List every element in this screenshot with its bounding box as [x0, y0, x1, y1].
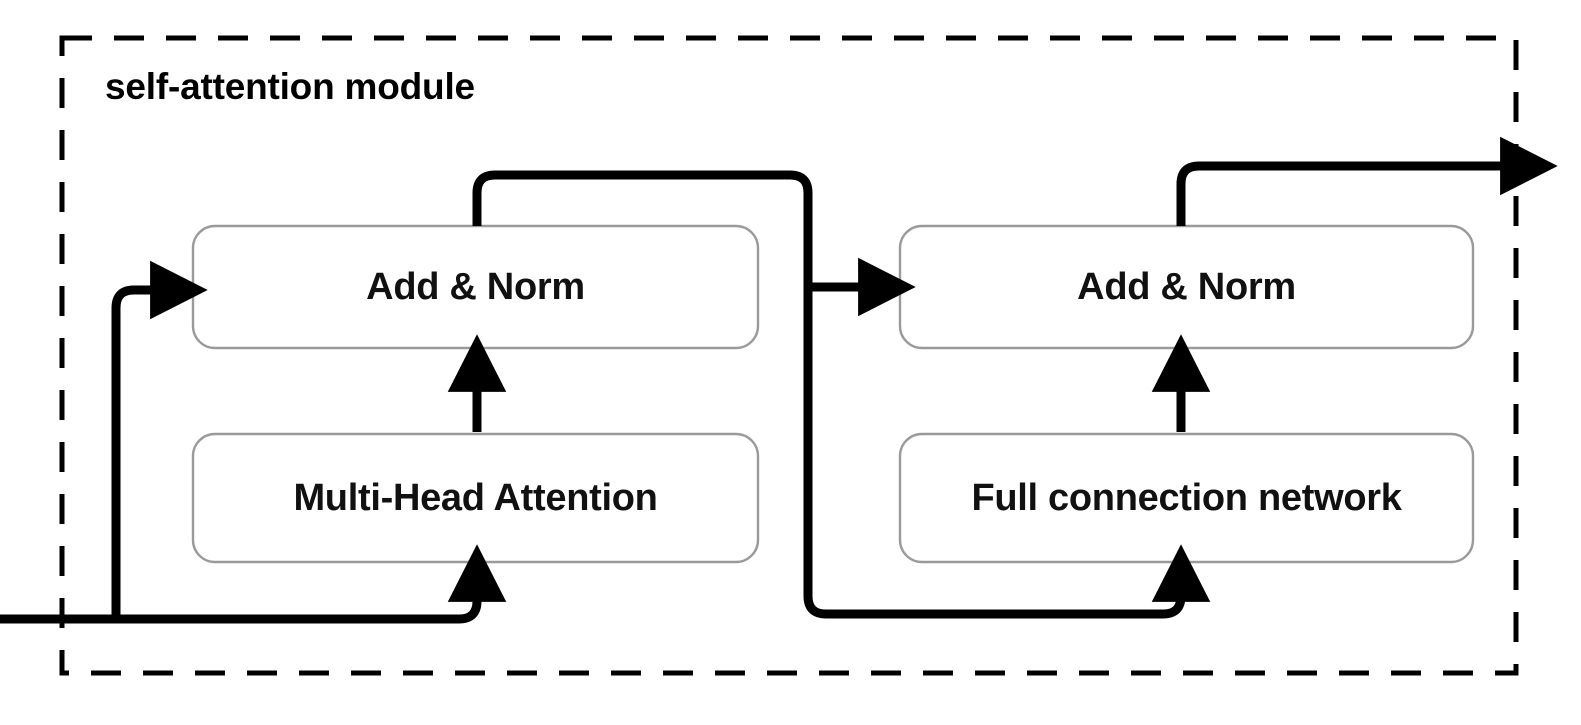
edge-input-to-multi-head-attention [0, 544, 507, 624]
edge-add-norm-right-to-output [1176, 136, 1558, 226]
edge-bus-to-full-connection-network [1151, 544, 1211, 619]
add-norm-right-box[interactable] [898, 224, 1475, 350]
multi-head-attention-box[interactable] [191, 432, 760, 564]
add-norm-left-box[interactable] [191, 224, 760, 350]
module-title: self-attention module [105, 66, 475, 107]
self-attention-module-boundary [59, 35, 1519, 676]
edge-add-norm-left-output-bus [472, 170, 1163, 619]
full-connection-network-box[interactable] [898, 432, 1475, 564]
edge-input-skip-to-add-norm-left [111, 260, 208, 619]
